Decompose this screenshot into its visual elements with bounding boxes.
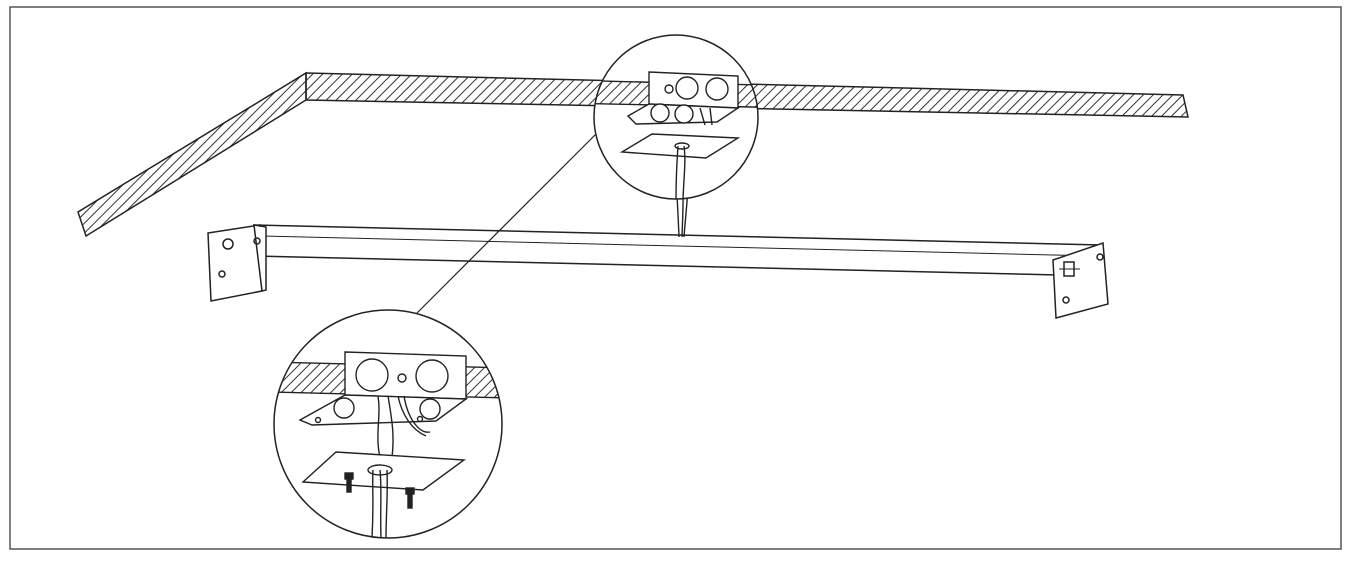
junction-box — [626, 71, 741, 126]
callout-leader-line — [415, 127, 603, 315]
detail-callout-top — [593, 34, 759, 200]
figure-frame — [9, 6, 1342, 550]
mounting-screws — [344, 472, 415, 509]
detail-callout-enlarged — [273, 309, 503, 539]
light-fixture-bar — [207, 224, 1109, 319]
